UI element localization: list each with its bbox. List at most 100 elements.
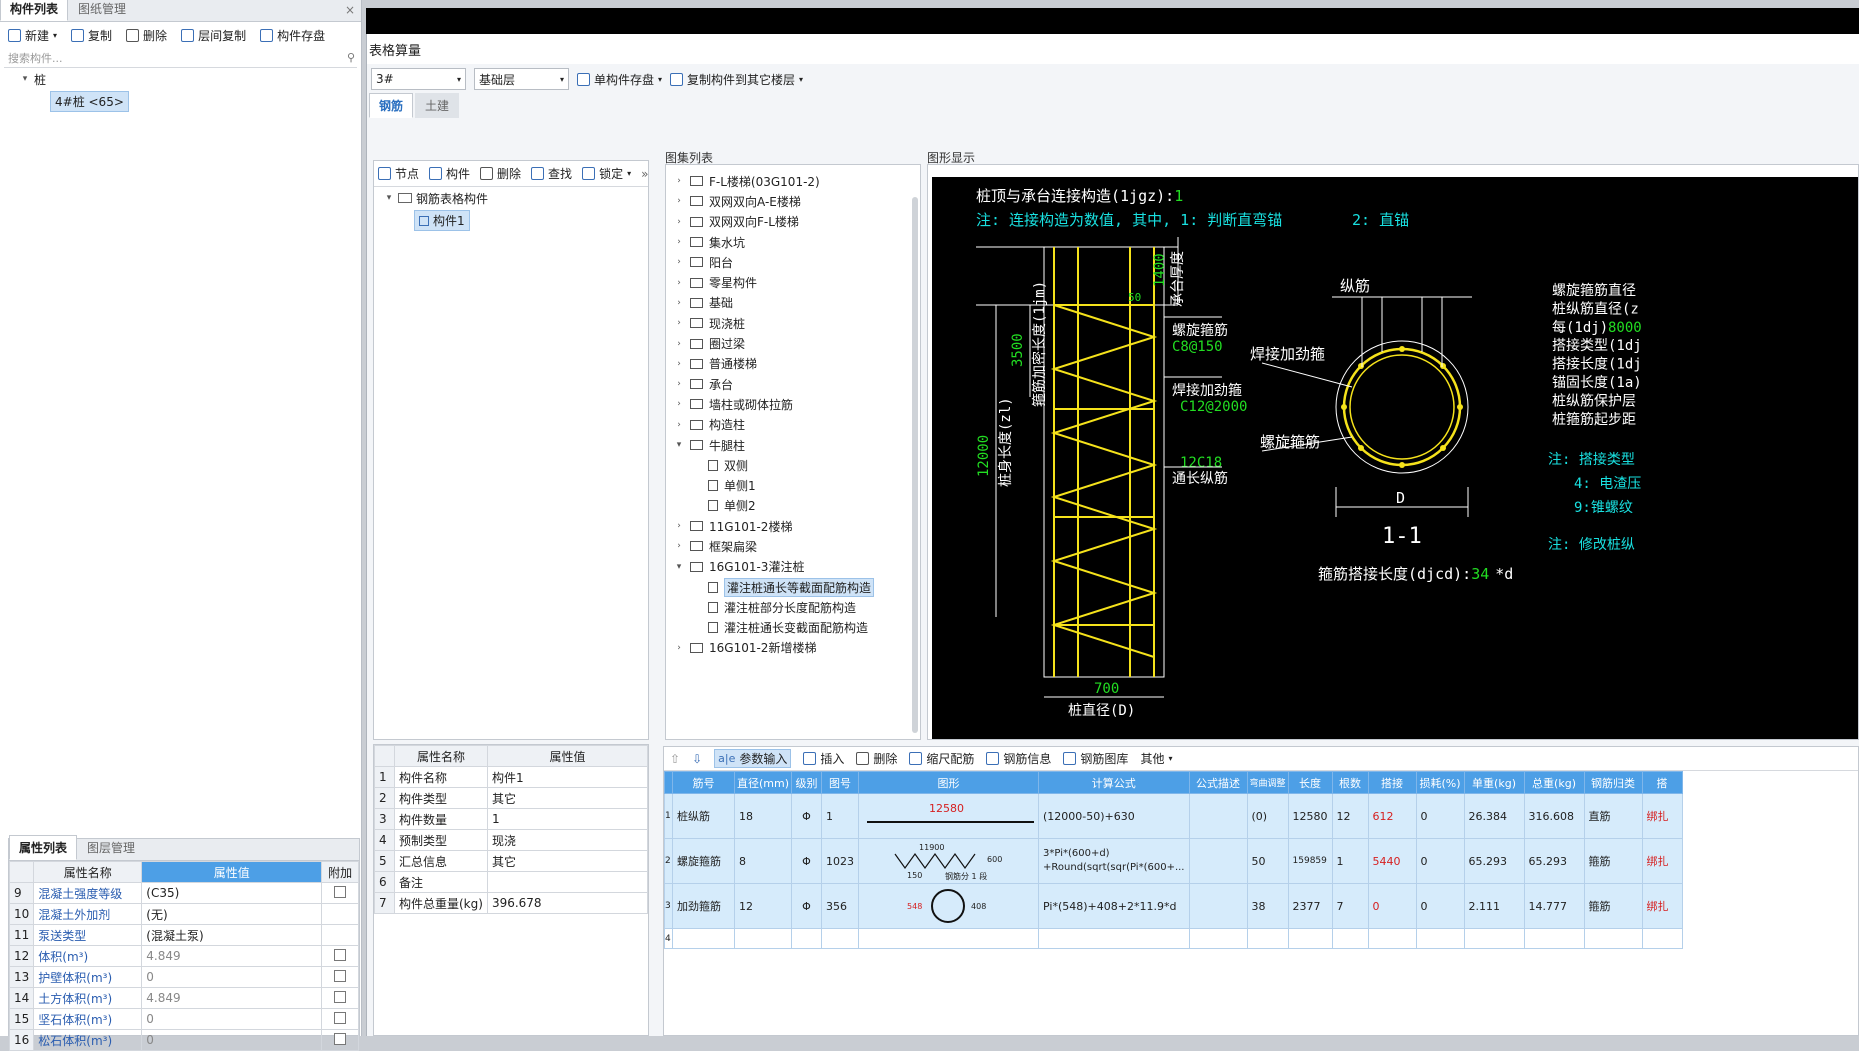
lock-button[interactable]: 锁定▾ [582, 165, 631, 182]
atlas-item[interactable]: ›零星构件 [666, 272, 920, 292]
cell-total-weight[interactable]: 65.293 [1523, 838, 1585, 884]
chevron-right-icon[interactable]: › [677, 216, 681, 227]
arrow-down-icon[interactable]: ⇩ [692, 751, 703, 766]
atlas-item[interactable]: ›墙柱或砌体拉筋 [666, 394, 920, 414]
tab-layer-manage[interactable]: 图层管理 [87, 841, 136, 855]
cell-grade[interactable]: Φ [791, 883, 823, 929]
grid-col-header[interactable]: 公式描述 [1188, 771, 1248, 794]
empty-cell[interactable] [1415, 928, 1465, 949]
grid-col-header[interactable]: 级别 [791, 771, 823, 794]
cell-unit-weight[interactable]: 26.384 [1463, 793, 1525, 839]
atlas-item[interactable]: 双侧 [666, 455, 920, 475]
atlas-item[interactable]: ›圈过梁 [666, 333, 920, 353]
chevron-right-icon[interactable]: › [677, 338, 681, 349]
cell-loss[interactable]: 0 [1415, 793, 1465, 839]
tab-civil[interactable]: 土建 [415, 92, 460, 118]
tab-rebar[interactable]: 钢筋 [369, 92, 414, 118]
cell-count[interactable]: 7 [1331, 883, 1369, 929]
grid-col-header[interactable]: 计算公式 [1038, 771, 1190, 794]
empty-cell[interactable] [1188, 928, 1248, 949]
extra-checkbox[interactable] [334, 1011, 347, 1024]
attr-value[interactable]: 其它 [486, 787, 649, 809]
atlas-item[interactable]: ›11G101-2楼梯 [666, 516, 920, 536]
cell-shape[interactable]: 12580 [858, 793, 1040, 839]
property-value[interactable]: (无) [141, 903, 323, 925]
copy-button[interactable]: 复制 [71, 27, 112, 44]
cell-diameter[interactable]: 12 [733, 883, 793, 929]
cell-tie[interactable]: 绑扎 [1641, 883, 1683, 929]
cell-shape[interactable]: 11900 600 150 钢筋分 1 段 [858, 838, 1040, 884]
atlas-item[interactable]: 灌注桩部分长度配筋构造 [666, 597, 920, 617]
extra-checkbox[interactable] [334, 990, 347, 1003]
chevron-down-icon[interactable]: ▾ [676, 561, 682, 572]
chevron-right-icon[interactable]: › [677, 419, 681, 430]
extra-checkbox[interactable] [334, 1032, 347, 1045]
new-button[interactable]: 新建▾ [8, 27, 57, 44]
rebar-library-button[interactable]: 钢筋图库 [1063, 750, 1128, 767]
cell-desc[interactable] [1188, 793, 1248, 839]
chevron-down-icon[interactable]: ▾ [22, 74, 28, 84]
cell-length[interactable]: 12580 [1287, 793, 1333, 839]
empty-cell[interactable] [1331, 928, 1369, 949]
grid-col-header[interactable]: 筋号 [672, 771, 735, 794]
atlas-item[interactable]: ▾16G101-3灌注桩 [666, 557, 920, 577]
grid-col-header[interactable]: 长度 [1287, 771, 1333, 794]
grid-col-header[interactable]: 搭接 [1367, 771, 1417, 794]
cell-unit-weight[interactable]: 65.293 [1463, 838, 1525, 884]
attr-value[interactable]: 1 [486, 808, 649, 830]
cell-desc[interactable] [1188, 838, 1248, 884]
empty-cell[interactable] [821, 928, 860, 949]
tab-property-list[interactable]: 属性列表 [9, 835, 78, 860]
chevron-right-icon[interactable]: › [677, 642, 681, 653]
chevron-down-icon[interactable]: ▾ [386, 193, 392, 203]
grid-col-header[interactable]: 单重(kg) [1463, 771, 1525, 794]
empty-cell[interactable] [1287, 928, 1333, 949]
extra-checkbox[interactable] [334, 885, 347, 898]
empty-cell[interactable] [733, 928, 793, 949]
cell-figure-no[interactable]: 1023 [821, 838, 860, 884]
atlas-item[interactable]: 单侧2 [666, 496, 920, 516]
layer-combo[interactable]: 基础层▾ [474, 68, 569, 90]
cell-figure-no[interactable]: 1 [821, 793, 860, 839]
atlas-item[interactable]: ›F-L楼梯(03G101-2) [666, 171, 920, 191]
chevron-right-icon[interactable]: › [677, 541, 681, 552]
empty-cell[interactable] [1367, 928, 1417, 949]
grid-col-header[interactable]: 弯曲调整 [1246, 771, 1289, 794]
chevron-right-icon[interactable]: › [677, 196, 681, 207]
cell-bend[interactable]: 50 [1246, 838, 1289, 884]
chevron-right-icon[interactable]: › [677, 176, 681, 187]
tree-item-component-1[interactable]: 构件1 [374, 209, 648, 231]
atlas-item[interactable]: ›双网双向F-L楼梯 [666, 212, 920, 232]
chevron-right-icon[interactable]: › [677, 521, 681, 532]
atlas-item[interactable]: 灌注桩通长等截面配筋构造 [666, 577, 920, 597]
empty-cell[interactable] [858, 928, 1040, 949]
empty-cell[interactable] [1038, 928, 1190, 949]
cell-count[interactable]: 1 [1331, 838, 1369, 884]
floor-combo[interactable]: 3#▾ [371, 68, 466, 90]
chevron-right-icon[interactable]: › [677, 297, 681, 308]
cell-total-weight[interactable]: 316.608 [1523, 793, 1585, 839]
chevron-down-icon[interactable]: ▾ [676, 440, 682, 450]
grid-col-header[interactable]: 损耗(%) [1415, 771, 1465, 794]
arrow-up-icon[interactable]: ⇧ [670, 751, 681, 766]
grid-col-header[interactable]: 总重(kg) [1523, 771, 1585, 794]
cell-count[interactable]: 12 [1331, 793, 1369, 839]
cell-loss[interactable]: 0 [1415, 883, 1465, 929]
scale-rebar-button[interactable]: 缩尺配筋 [909, 750, 974, 767]
cell-bend[interactable]: (0) [1246, 793, 1289, 839]
empty-cell[interactable] [1583, 928, 1643, 949]
tree-item-pile-4[interactable]: 4#桩 <65> [0, 90, 361, 112]
atlas-item[interactable]: ›承台 [666, 374, 920, 394]
chevron-right-icon[interactable]: › [677, 399, 681, 410]
floor-copy-button[interactable]: 层间复制 [181, 27, 246, 44]
cell-formula[interactable]: (12000-50)+630 [1038, 793, 1190, 839]
cell-diameter[interactable]: 8 [733, 838, 793, 884]
